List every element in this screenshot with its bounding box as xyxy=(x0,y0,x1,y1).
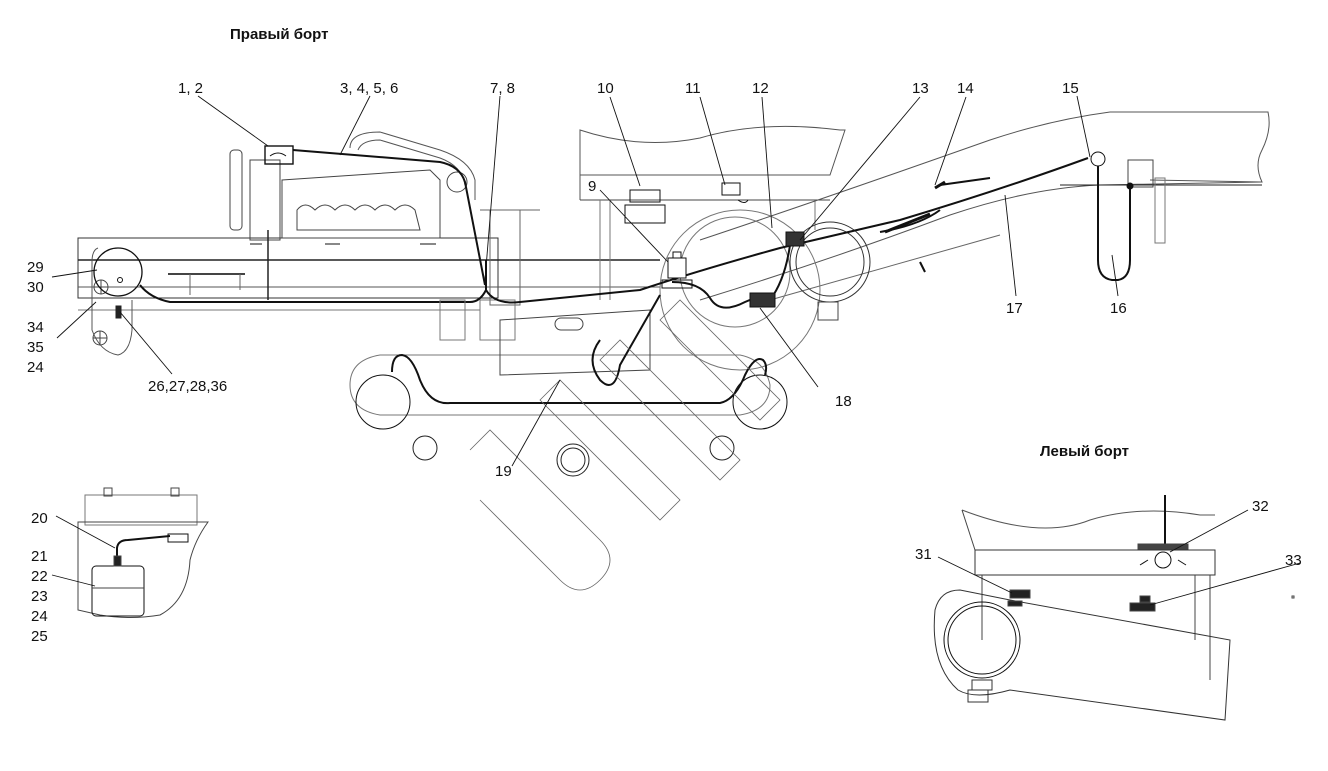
inset-right xyxy=(933,495,1301,721)
callout-33: 33 xyxy=(1285,552,1302,569)
callout-16: 16 xyxy=(1110,300,1127,317)
callout-23: 23 xyxy=(31,588,48,605)
inset-left xyxy=(51,487,209,618)
callout-19: 19 xyxy=(495,463,512,480)
main-frame xyxy=(77,237,660,356)
watermark xyxy=(469,299,781,591)
callout-29: 29 xyxy=(27,259,44,276)
callout-18: 18 xyxy=(835,393,852,410)
callout-24: 24 xyxy=(27,359,44,376)
callout-17: 17 xyxy=(1006,300,1023,317)
callout-12: 12 xyxy=(752,80,769,97)
cargo-body xyxy=(579,125,846,300)
callout-21-25: 21 22 23 24 25 xyxy=(31,547,48,647)
callout-3-6: 3, 4, 5, 6 xyxy=(340,80,399,97)
title-right-side: Правый борт xyxy=(230,26,329,43)
callout-32: 32 xyxy=(1252,498,1269,515)
callout-21: 21 xyxy=(31,548,48,565)
callout-34-35-24: 34 35 24 xyxy=(27,318,44,378)
air-lines xyxy=(485,157,1131,309)
callout-26-27-28-36: 26,27,28,36 xyxy=(148,378,228,395)
engine xyxy=(229,131,540,341)
callout-31: 31 xyxy=(915,546,932,563)
title-left-side: Левый борт xyxy=(1040,443,1130,460)
callout-11: 11 xyxy=(685,80,701,97)
callout-15: 15 xyxy=(1062,80,1079,97)
callout-34: 34 xyxy=(27,319,44,336)
leader-lines xyxy=(51,95,1119,467)
callout-7-8: 7, 8 xyxy=(490,80,516,97)
callout-1-2: 1, 2 xyxy=(178,80,204,97)
callout-29-30: 29 30 xyxy=(27,258,44,298)
callout-20: 20 xyxy=(31,510,48,527)
callout-10: 10 xyxy=(597,80,614,97)
callout-13: 13 xyxy=(912,80,929,97)
callout-24b: 24 xyxy=(31,608,48,625)
boom-arm xyxy=(699,111,1270,301)
callout-9: 9 xyxy=(588,178,597,195)
callout-25: 25 xyxy=(31,628,48,645)
callout-30: 30 xyxy=(27,279,44,296)
bogie xyxy=(349,294,788,477)
callout-14: 14 xyxy=(957,80,974,97)
callout-22: 22 xyxy=(31,568,48,585)
components xyxy=(624,151,1166,308)
callout-35: 35 xyxy=(27,339,44,356)
